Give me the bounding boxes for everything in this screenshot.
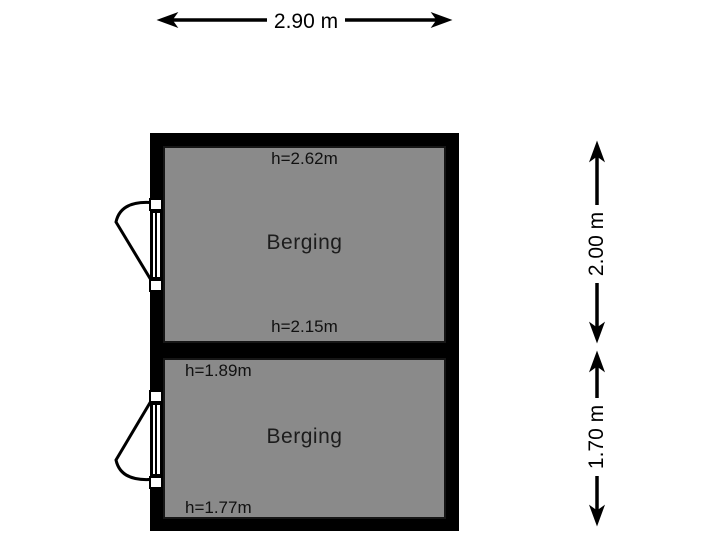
lower-door-swing-arc — [114, 395, 157, 482]
arrow-down-icon — [588, 504, 606, 527]
room-berging-lower — [163, 358, 446, 519]
upper-room-name: Berging — [266, 231, 343, 254]
room-berging-upper — [163, 146, 446, 343]
right-lower-height-arrow — [588, 350, 606, 527]
width-dimension-text: 2.90 m — [273, 10, 339, 33]
width-dimension-label: 2.90 m — [267, 7, 345, 37]
lower-door-jamb-bottom — [149, 476, 163, 489]
upper-height-dimension-label: 2.00 m — [582, 205, 612, 283]
lower-door-jamb-top — [149, 390, 163, 403]
lower-room-name: Berging — [266, 425, 343, 448]
arrow-left-icon — [156, 11, 179, 29]
arrow-up-icon — [588, 350, 606, 373]
upper-door-jamb-top — [149, 198, 163, 211]
lower-room-ceiling-height-top: h=1.89m — [185, 361, 252, 380]
lower-door-leaf — [151, 403, 162, 476]
lower-height-dimension-label: 1.70 m — [582, 398, 612, 476]
arrow-up-icon — [588, 140, 606, 163]
upper-door-jamb-bottom — [149, 279, 163, 292]
lower-room-ceiling-height-bottom: h=1.77m — [185, 498, 252, 517]
upper-room-ceiling-height-top: h=2.62m — [271, 149, 338, 168]
arrow-down-icon — [588, 321, 606, 344]
upper-door-swing-arc — [114, 200, 157, 286]
upper-door-leaf — [151, 211, 162, 279]
upper-room-ceiling-height-bottom: h=2.15m — [271, 317, 338, 336]
arrow-right-icon — [430, 11, 453, 29]
lower-height-dimension-text: 1.70 m — [585, 404, 608, 470]
door-leaf-line — [155, 405, 157, 474]
upper-height-dimension-text: 2.00 m — [585, 211, 608, 277]
door-leaf-line — [155, 213, 157, 277]
